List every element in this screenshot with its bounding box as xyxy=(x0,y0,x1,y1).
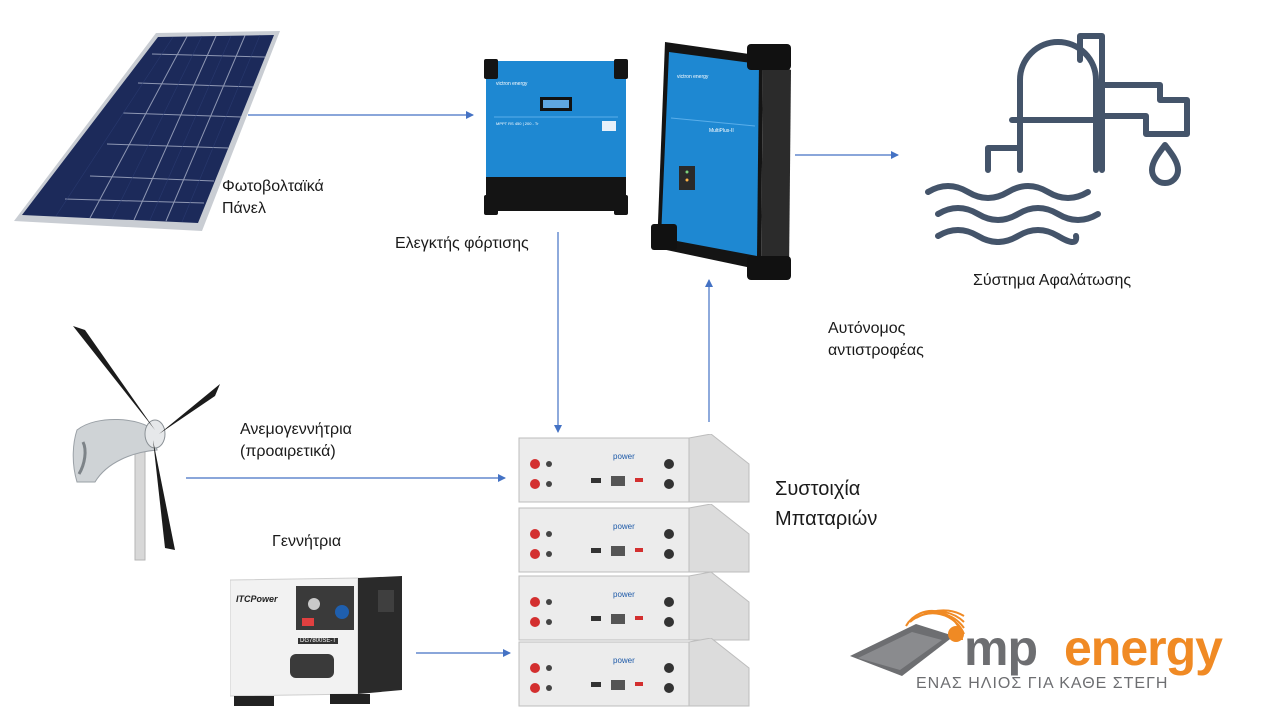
battery-stack-image: power power power xyxy=(515,434,751,712)
charge-controller-model: MPPT RS 450 | 200 - Tr xyxy=(496,121,539,126)
company-logo: mp energy ΕΝΑΣ ΗΛΙΟΣ ΓΙΑ ΚΑΘΕ ΣΤΕΓΗ xyxy=(846,606,1246,700)
inverter-label-line2: αντιστροφέας xyxy=(828,342,924,359)
wind-turbine-label: Ανεμογεννήτρια (προαιρετικά) xyxy=(240,419,352,463)
logo-sun-icon xyxy=(850,609,965,676)
inverter-label: Αυτόνομος αντιστροφέας xyxy=(828,318,924,362)
generator-model: DG7800SE-T xyxy=(298,638,339,644)
inverter-model: MultiPlus-II xyxy=(709,128,734,134)
solar-panel-image xyxy=(14,31,280,231)
generator-label: Γεννήτρια xyxy=(272,533,342,550)
pv-panel-label-line2: Πάνελ xyxy=(222,200,266,217)
battery-brand: power xyxy=(613,656,635,665)
battery-brand: power xyxy=(613,452,635,461)
battery-module: power xyxy=(515,434,751,506)
battery-module: power xyxy=(515,572,751,644)
desalination-label: Σύστημα Αφαλάτωσης xyxy=(973,272,1132,289)
inverter-brand: victron energy xyxy=(677,74,709,80)
charge-controller-label: Ελεγκτής φόρτισης xyxy=(395,235,529,252)
battery-bank-label-line1: Συστοιχία xyxy=(775,478,861,500)
charge-controller-brand: victron energy xyxy=(496,81,528,87)
inverter-label-line1: Αυτόνομος xyxy=(828,320,906,337)
generator-image: ITCPower DG7800SE-T xyxy=(230,568,406,710)
generator-brand: ITCPower xyxy=(236,594,278,604)
inverter-image: victron energy MultiPlus-II xyxy=(651,34,795,280)
logo-name-mp: mp xyxy=(964,620,1038,676)
battery-brand: power xyxy=(613,522,635,531)
logo-tagline: ΕΝΑΣ ΗΛΙΟΣ ΓΙΑ ΚΑΘΕ ΣΤΕΓΗ xyxy=(916,675,1169,692)
desalination-icon xyxy=(925,33,1190,245)
pv-panel-label-line1: Φωτοβολταϊκά xyxy=(222,178,324,195)
battery-module: power xyxy=(515,638,751,710)
battery-brand: power xyxy=(613,590,635,599)
wind-turbine-label-line2: (προαιρετικά) xyxy=(240,443,336,460)
wind-turbine-image xyxy=(72,326,220,561)
charge-controller-image: victron energy MPPT RS 450 | 200 - Tr xyxy=(484,57,628,215)
wind-turbine-label-line1: Ανεμογεννήτρια xyxy=(240,421,352,438)
pv-panel-label: Φωτοβολταϊκά Πάνελ xyxy=(222,176,324,220)
logo-name-energy: energy xyxy=(1064,620,1223,676)
battery-bank-label-line2: Μπαταριών xyxy=(775,508,878,530)
battery-module: power xyxy=(515,504,751,576)
battery-bank-label: Συστοιχία Μπαταριών xyxy=(775,474,877,534)
